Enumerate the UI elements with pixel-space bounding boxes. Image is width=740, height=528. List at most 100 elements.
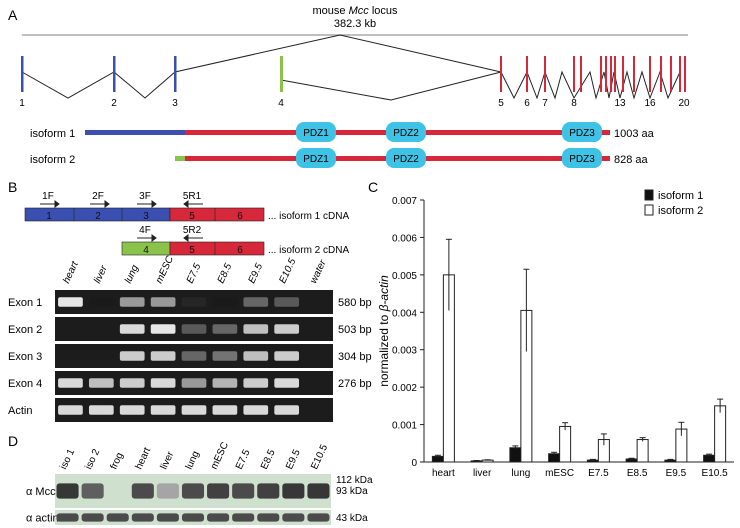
gel-band (181, 351, 207, 361)
exon-1-mark (21, 56, 24, 92)
blot-size-label: 112 kDa (336, 475, 373, 486)
gel-band (150, 297, 176, 307)
cdna2-label: ... isoform 2 cDNA (268, 245, 349, 256)
blot-band (207, 483, 230, 499)
legend-label: isoform 2 (658, 205, 703, 217)
exon-number-labels: 1 2 3 4 5 6 7 8 13 16 20 (19, 98, 690, 109)
blot-band (232, 513, 255, 522)
blot-band (232, 483, 255, 499)
isoform-1-diagram: isoform 1 PDZ1 PDZ2 PDZ3 1003 aa (30, 122, 655, 142)
gel-band (181, 405, 207, 415)
exon-2-mark (113, 56, 116, 92)
exon-number: 6 (237, 245, 243, 256)
gel-band-size: 276 bp (338, 378, 372, 390)
gel-band-size: 304 bp (338, 351, 372, 363)
gel-band (58, 297, 83, 307)
exon-17-mark (660, 56, 662, 92)
exon-14-mark (622, 56, 624, 92)
primer-arrowhead (183, 200, 189, 208)
y-tick-label: 0 (411, 458, 417, 469)
blot-band (131, 483, 154, 499)
y-tick-label: 0.006 (392, 233, 417, 244)
cdna2-exon-numbers: 4 5 6 (143, 245, 243, 256)
gel-row-label: Exon 4 (8, 378, 42, 390)
gel-band (243, 405, 269, 415)
gel-band (88, 378, 114, 388)
isoform-1-length: 1003 aa (614, 128, 655, 140)
gel-lane-label: E7.5 (185, 262, 204, 286)
primer-label: 1F (42, 191, 54, 202)
cdna1-red-exons (169, 207, 265, 222)
blot-band (131, 513, 154, 522)
blot-band (106, 513, 129, 522)
blot-size-label: 43 kDa (336, 513, 368, 524)
exon-label: 13 (614, 98, 626, 109)
gel-band (274, 378, 300, 388)
isoform-2-green-segment (175, 156, 185, 161)
legend-label: isoform 1 (658, 190, 703, 202)
isoform-2-diagram: isoform 2 PDZ1 PDZ2 PDZ3 828 aa (30, 148, 649, 168)
gel-band (58, 378, 83, 388)
cdna1-primer-labels: 1F 2F 3F 5R1 (42, 191, 201, 202)
blot-band (282, 483, 305, 499)
exon-label: 1 (19, 98, 25, 109)
exon-number: 2 (95, 211, 101, 222)
x-tick-label: E10.5 (702, 468, 729, 479)
gel-band (212, 378, 238, 388)
cdna1-primer-arrows (40, 200, 203, 208)
isoform-1-name: isoform 1 (30, 128, 75, 140)
exon-12-mark (610, 56, 612, 92)
expression-bar-chart: 00.0010.0020.0030.0040.0050.0060.007norm… (377, 189, 734, 479)
exon-number: 3 (143, 211, 149, 222)
exon-label: 7 (542, 98, 548, 109)
pdz3-domain (562, 122, 602, 142)
primer-label: 3F (139, 191, 151, 202)
primer-arrowhead (151, 200, 157, 208)
gel-band (119, 297, 145, 307)
exon-number: 4 (143, 245, 149, 256)
gel-band (212, 405, 238, 415)
blot-row-label: α actin (26, 513, 59, 525)
exon-6-mark (526, 56, 528, 92)
gel-row-label: Exon 2 (8, 324, 42, 336)
exon-number: 5 (189, 211, 195, 222)
gel-band (150, 351, 176, 361)
primer-arrowhead (54, 200, 60, 208)
blot-band (81, 513, 104, 522)
blot-band (307, 483, 330, 499)
gel-band (88, 405, 114, 415)
blot-band (81, 483, 104, 499)
blot-band (56, 483, 79, 499)
blot-band (282, 513, 305, 522)
blot-lane-label: heart (134, 446, 154, 472)
x-tick-label: E7.5 (588, 468, 609, 479)
exon-5-mark (500, 56, 502, 92)
gel-band (181, 297, 207, 307)
panel-c-letter: C (368, 179, 378, 195)
exon-label: 4 (278, 98, 284, 109)
primer-label: 2F (92, 191, 104, 202)
blot-lane-label: mESC (209, 440, 231, 471)
y-tick-label: 0.003 (392, 346, 417, 357)
gel-band (243, 351, 269, 361)
exon-label: 8 (571, 98, 577, 109)
exon-number: 6 (237, 211, 243, 222)
gel-band (150, 324, 176, 334)
gel-lane-label: E8.5 (216, 262, 235, 286)
y-tick-label: 0.005 (392, 271, 417, 282)
exon-number: 5 (189, 245, 195, 256)
gel-band (274, 351, 300, 361)
gel-lane-label: E10.5 (277, 257, 298, 286)
blot-row-label: α Mcc (26, 486, 56, 498)
primer-label: 5R1 (183, 191, 202, 202)
exon-4-mark (280, 56, 283, 92)
gel-lane-label: liver (92, 263, 110, 285)
blot-lane-label: E8.5 (259, 448, 278, 472)
gel-lane-label: heart (61, 259, 81, 285)
exon-3-mark (174, 56, 177, 92)
exon-15-mark (633, 56, 635, 92)
blot-band (207, 513, 230, 522)
y-tick-label: 0.002 (392, 383, 417, 394)
